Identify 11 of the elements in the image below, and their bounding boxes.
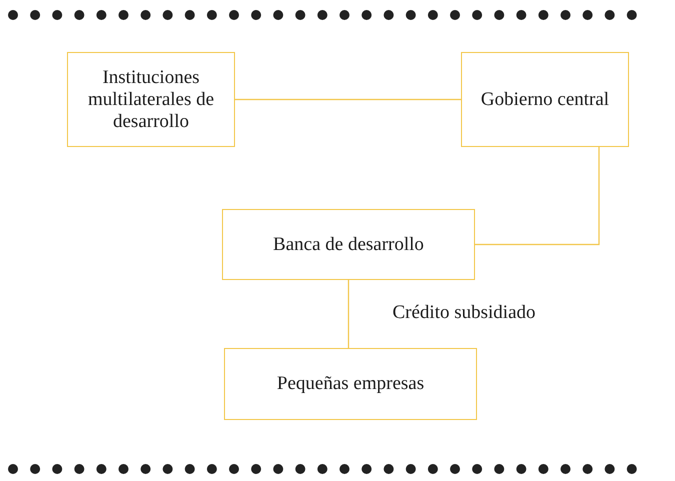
process-box [67,52,235,147]
connector-line [475,147,600,246]
box-label: Banca de desarrollo [273,234,424,256]
connector-line [348,280,350,348]
box-label: Gobierno central [480,88,610,110]
process-box [461,52,629,147]
box-label: Instituciones multilaterales de desarrollo [86,66,216,132]
process-box [222,209,475,280]
process-box [224,348,477,420]
connector-line [235,98,461,100]
box-label: Pequeñas empresas [276,373,424,395]
